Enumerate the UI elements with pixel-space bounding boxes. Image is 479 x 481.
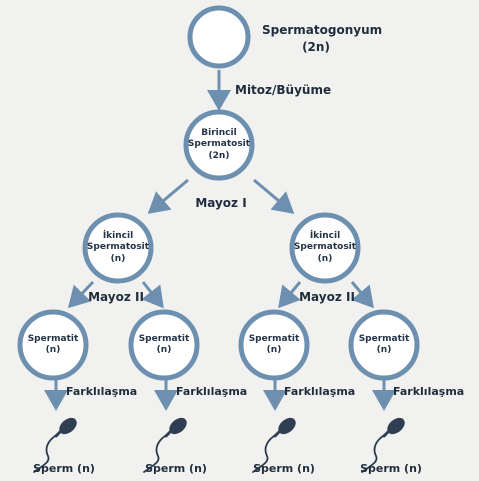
sperm-icon bbox=[33, 417, 77, 473]
arrow-mayoz1-right bbox=[253, 178, 295, 214]
spermatid-label-4: Spermatit(n) bbox=[358, 333, 410, 355]
secondary-spermatocyte-left-cell bbox=[82, 212, 154, 284]
spermatid-cell-1 bbox=[17, 309, 89, 381]
primary-spermatocyte-cell bbox=[183, 109, 255, 181]
sperm-label-4: Sperm (n) bbox=[360, 462, 422, 475]
spermatid-cell-2 bbox=[128, 309, 200, 381]
spermatogonium-ploidy: (2n) bbox=[302, 40, 330, 54]
sperm-label-2: Sperm (n) bbox=[145, 462, 207, 475]
mayoz1-label: Mayoz I bbox=[195, 196, 247, 210]
spermatid-label-1: Spermatit(n) bbox=[27, 333, 79, 355]
secondary-spermatocyte-right-cell bbox=[289, 212, 361, 284]
arrow-mayoz2-l1 bbox=[67, 280, 95, 309]
mayoz2-right-label: Mayoz II bbox=[299, 290, 355, 304]
mayoz2-left-label: Mayoz II bbox=[88, 290, 144, 304]
sperm-label-3: Sperm (n) bbox=[253, 462, 315, 475]
secondary-spermatocyte-left-label: İkincil Spermatosit (n) bbox=[86, 231, 150, 264]
sperm-icon bbox=[143, 417, 187, 473]
arrow-mayoz1-left bbox=[147, 178, 189, 214]
differentiation-label-4: Farklılaşma bbox=[393, 385, 465, 398]
arrow-mayoz2-r2 bbox=[350, 281, 374, 309]
mitoz-label: Mitoz/Büyüme bbox=[235, 83, 332, 97]
sperm-label-1: Sperm (n) bbox=[33, 462, 95, 475]
arrow-mayoz2-r1 bbox=[278, 281, 302, 309]
spermatid-label-3: Spermatit(n) bbox=[248, 333, 300, 355]
spermatogonium-label: Spermatogonyum bbox=[262, 23, 383, 37]
differentiation-label-2: Farklılaşma bbox=[176, 385, 248, 398]
spermatid-cell-3 bbox=[238, 309, 310, 381]
sperm-icon bbox=[252, 417, 296, 473]
spermatid-label-2: Spermatit(n) bbox=[138, 333, 190, 355]
arrow-mayoz2-l2 bbox=[141, 281, 164, 309]
sperm-icon bbox=[361, 417, 405, 473]
differentiation-label-3: Farklılaşma bbox=[284, 385, 356, 398]
spermatid-cell-4 bbox=[348, 309, 420, 381]
secondary-spermatocyte-right-label: İkincil Spermatosit (n) bbox=[293, 231, 357, 264]
spermatogonium-cell bbox=[187, 5, 251, 69]
primary-spermatocyte-label: Birincil Spermatosit (2n) bbox=[187, 128, 251, 161]
differentiation-label-1: Farklılaşma bbox=[66, 385, 138, 398]
